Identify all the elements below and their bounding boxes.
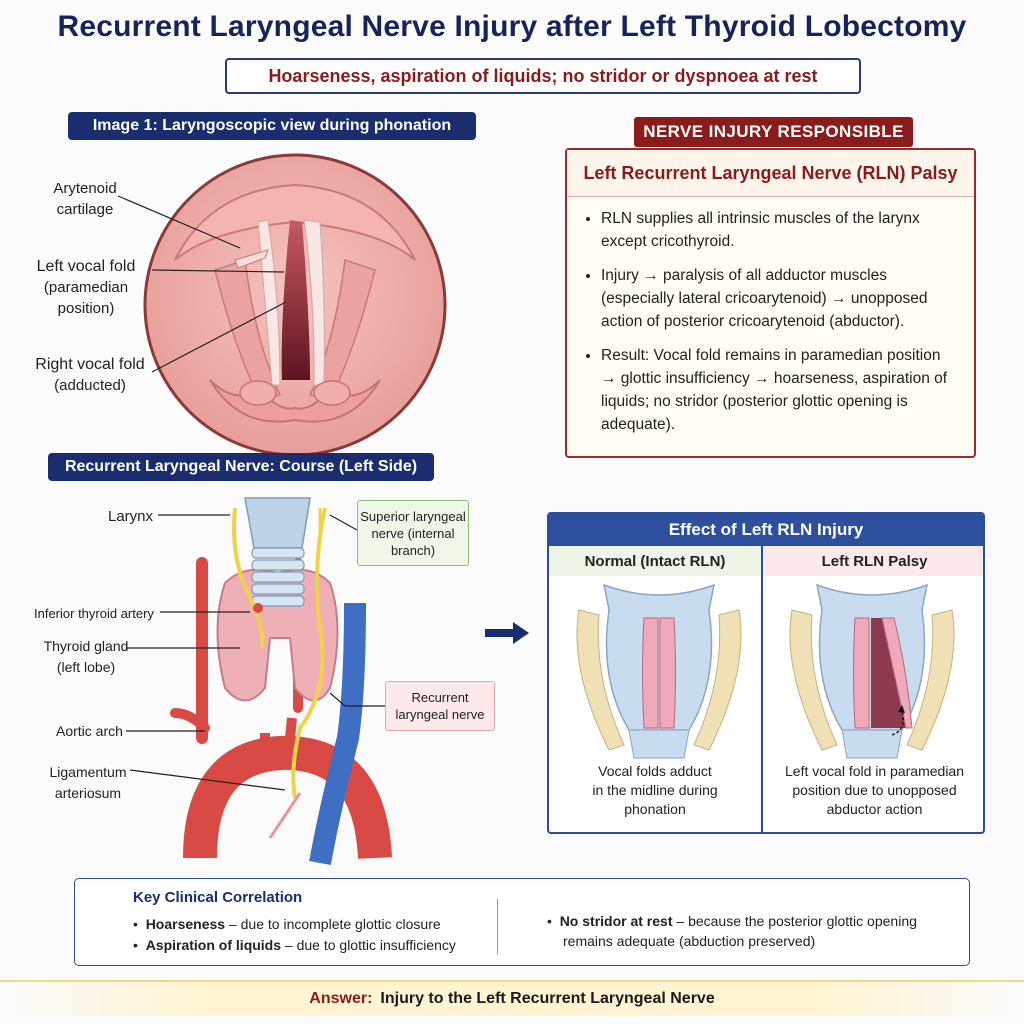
larynx bbox=[244, 497, 311, 549]
right-vocal-fold-label: Right vocal fold (adducted) bbox=[35, 356, 145, 394]
palsy-folds-diagram bbox=[789, 583, 955, 759]
answer-text: Injury to the Left Recurrent Laryngeal N… bbox=[380, 990, 715, 1007]
laryngoscopy-heading: Image 1: Laryngoscopic view during phona… bbox=[68, 112, 476, 140]
normal-heading: Normal (Intact RLN) bbox=[549, 546, 761, 576]
vein bbox=[309, 602, 366, 865]
key-correlation-box: Key Clinical Correlation • Hoarseness – … bbox=[74, 878, 970, 966]
clinical-summary-banner: Hoarseness, aspiration of liquids; no st… bbox=[225, 58, 861, 94]
answer-label: Answer: bbox=[309, 990, 373, 1007]
nerve-injury-card: Left Recurrent Laryngeal Nerve (RLN) Pal… bbox=[565, 148, 976, 458]
arrow-right-icon bbox=[485, 622, 529, 644]
rln-course-diagram bbox=[170, 497, 392, 865]
key-item-no-stridor-cont: remains adequate (abduction preserved) bbox=[563, 933, 816, 949]
larynx-label: Larynx bbox=[108, 508, 154, 525]
palsy-heading: Left RLN Palsy bbox=[762, 546, 983, 576]
bullet-item: RLN supplies all intrinsic muscles of th… bbox=[601, 207, 960, 253]
nerve-injury-bullets: RLN supplies all intrinsic muscles of th… bbox=[567, 197, 974, 436]
effect-panel: Effect of Left RLN Injury Normal (Intact… bbox=[547, 512, 985, 834]
key-item-no-stridor: • No stridor at rest – because the poste… bbox=[547, 913, 917, 929]
key-item-aspiration: • Aspiration of liquids – due to glottic… bbox=[133, 937, 456, 953]
right-false-fold bbox=[308, 258, 376, 401]
laryngoscopic-view bbox=[143, 153, 447, 457]
aortic-arch bbox=[183, 735, 392, 860]
key-correlation-title: Key Clinical Correlation bbox=[133, 889, 303, 906]
answer-bar: Answer: Injury to the Left Recurrent Lar… bbox=[0, 980, 1024, 1016]
key-item-hoarseness: • Hoarseness – due to incomplete glottic… bbox=[133, 916, 441, 932]
effect-heading: Effect of Left RLN Injury bbox=[549, 514, 983, 546]
glottic-opening bbox=[281, 220, 310, 380]
bullet-item: Result: Vocal fold remains in paramedian… bbox=[601, 344, 960, 436]
normal-folds-diagram bbox=[576, 583, 742, 759]
rln-course-heading: Recurrent Laryngeal Nerve: Course (Left … bbox=[48, 453, 434, 481]
nerve-injury-tag: NERVE INJURY RESPONSIBLE bbox=[634, 117, 913, 147]
inferior-thyroid-artery-label: Inferior thyroid artery bbox=[34, 606, 154, 621]
nerve-injury-heading: Left Recurrent Laryngeal Nerve (RLN) Pal… bbox=[567, 150, 974, 197]
aortic-arch-label: Aortic arch bbox=[56, 723, 123, 739]
recurrent-laryngeal-nerve-path bbox=[291, 507, 327, 799]
bullet-item: Injury → paralysis of all adductor muscl… bbox=[601, 264, 960, 333]
page-title: Recurrent Laryngeal Nerve Injury after L… bbox=[57, 10, 967, 43]
thyroid-gland-label: Thyroid gland(left lobe) bbox=[43, 638, 129, 675]
